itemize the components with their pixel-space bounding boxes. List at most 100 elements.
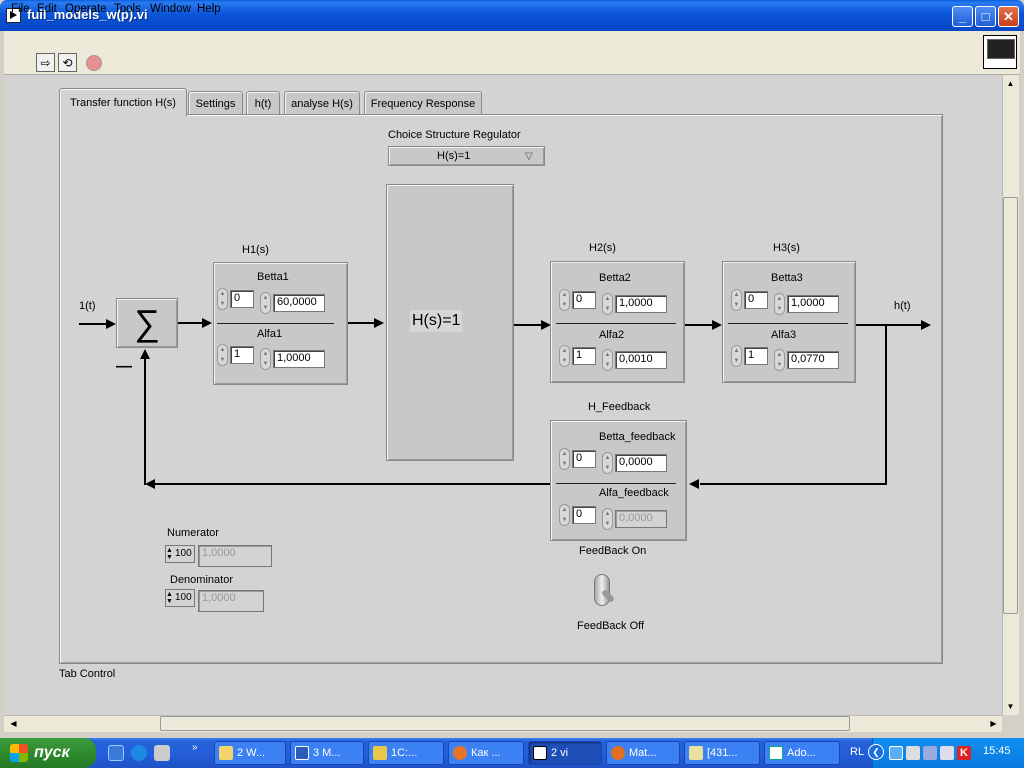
h3-alfa-order-spinner[interactable]: ▲▼ <box>731 345 742 367</box>
tab-frequency-response[interactable]: Frequency Response <box>364 91 482 115</box>
minimize-button[interactable]: _ <box>952 6 973 27</box>
regulator-ring[interactable]: H(s)=1 ▽ <box>388 146 545 166</box>
denominator-value[interactable]: 1,0000 <box>198 590 264 612</box>
feedback-alfa-value-spinner[interactable]: ▲▼ <box>602 508 613 530</box>
tray-speaker-icon[interactable] <box>940 746 954 760</box>
task-button[interactable]: 2 W... <box>214 741 286 765</box>
h3-betta-order-spinner[interactable]: ▲▼ <box>731 289 742 311</box>
run-arrow-icon[interactable]: ⇨ <box>36 53 55 72</box>
close-button[interactable]: ✕ <box>998 6 1019 27</box>
abort-button[interactable] <box>84 53 103 72</box>
feedback-betta-order-spinner[interactable]: ▲▼ <box>559 448 570 470</box>
task-button[interactable]: 2 vi <box>528 741 602 765</box>
task-button[interactable]: 3 M... <box>290 741 364 765</box>
tab-transfer-function[interactable]: Transfer function H(s) <box>59 88 187 116</box>
numerator-index[interactable]: 100 <box>165 545 195 563</box>
h3-betta-value[interactable]: 1,0000 <box>787 295 839 313</box>
index-spinner-icon[interactable]: ▲▼ <box>166 591 173 605</box>
h2-betta-value[interactable]: 1,0000 <box>615 295 667 313</box>
regulator-label: Choice Structure Regulator <box>388 129 521 141</box>
h1-alfa-order-spinner[interactable]: ▲▼ <box>217 344 228 366</box>
menu-operate[interactable]: Operate <box>65 3 107 15</box>
menu-window[interactable]: Window <box>150 3 191 15</box>
1c-icon <box>373 746 387 760</box>
h2-alfa-label: Alfa2 <box>599 329 625 341</box>
menu-edit[interactable]: Edit <box>37 3 57 15</box>
h1-betta-order-spinner[interactable]: ▲▼ <box>217 288 228 310</box>
h1-betta-order[interactable]: 0 <box>230 290 254 308</box>
denominator-index[interactable]: 100 <box>165 589 195 607</box>
language-indicator[interactable]: RL <box>850 746 865 758</box>
title-bar[interactable] <box>0 0 1024 31</box>
quicklaunch-calculator-icon[interactable] <box>154 745 170 761</box>
feedback-fraction-line <box>556 483 676 484</box>
feedback-betta-value-spinner[interactable]: ▲▼ <box>602 452 613 474</box>
numerator-value[interactable]: 1,0000 <box>198 545 272 567</box>
h1-alfa-value[interactable]: 1,0000 <box>273 350 325 368</box>
labview-vi-icon[interactable] <box>6 8 21 23</box>
run-continuously-icon[interactable]: ⟲ <box>58 53 77 72</box>
horizontal-scroll-thumb[interactable] <box>160 716 850 731</box>
vertical-scroll-thumb[interactable] <box>1003 197 1018 614</box>
h1-alfa-value-spinner[interactable]: ▲▼ <box>260 348 271 370</box>
feedback-alfa-order-spinner[interactable]: ▲▼ <box>559 504 570 526</box>
h2-alfa-value-spinner[interactable]: ▲▼ <box>602 349 613 371</box>
arrow-up-icon <box>140 349 150 359</box>
start-button[interactable]: пуск <box>0 738 96 768</box>
tray-monitor-icon[interactable] <box>923 746 937 760</box>
quicklaunch-more-icon[interactable]: » <box>192 742 198 753</box>
tab-ht[interactable]: h(t) <box>246 91 280 115</box>
feedback-betta-order[interactable]: 0 <box>572 450 596 468</box>
h2-alfa-order[interactable]: 1 <box>572 347 596 365</box>
h2-betta-value-spinner[interactable]: ▲▼ <box>602 293 613 315</box>
feedback-up-wire <box>144 358 146 485</box>
h2-betta-order[interactable]: 0 <box>572 291 596 309</box>
index-spinner-icon[interactable]: ▲▼ <box>166 547 173 561</box>
h2-title: H2(s) <box>589 242 616 254</box>
tray-kaspersky-icon[interactable]: K <box>957 746 971 760</box>
task-button[interactable]: [431... <box>684 741 760 765</box>
h1-to-reg-wire <box>348 322 374 324</box>
tray-device-icon[interactable] <box>906 746 920 760</box>
feedback-alfa-order[interactable]: 0 <box>572 506 596 524</box>
tray-expand-icon[interactable]: ❮ <box>868 744 884 760</box>
tray-network-icon[interactable] <box>889 746 903 760</box>
h1-alfa-order[interactable]: 1 <box>230 346 254 364</box>
chevron-down-icon: ▽ <box>525 151 533 162</box>
task-button[interactable]: Ado... <box>764 741 840 765</box>
task-button[interactable]: Mat... <box>606 741 680 765</box>
h2-betta-order-spinner[interactable]: ▲▼ <box>559 289 570 311</box>
feedback-title: H_Feedback <box>588 401 651 413</box>
scroll-right-icon[interactable]: ▶ <box>986 716 1001 731</box>
h2-alfa-order-spinner[interactable]: ▲▼ <box>559 345 570 367</box>
tab-analyse[interactable]: analyse H(s) <box>284 91 360 115</box>
vi-connector-icon[interactable] <box>983 35 1017 69</box>
feedback-betta-value[interactable]: 0,0000 <box>615 454 667 472</box>
scroll-up-icon[interactable]: ▲ <box>1003 76 1018 91</box>
tab-settings[interactable]: Settings <box>188 91 243 115</box>
h2-alfa-value[interactable]: 0,0010 <box>615 351 667 369</box>
task-label: 1C:... <box>391 747 418 759</box>
h1-betta-value[interactable]: 60,0000 <box>273 294 325 312</box>
quicklaunch-browser-icon[interactable] <box>108 745 124 761</box>
scroll-down-icon[interactable]: ▼ <box>1003 699 1018 714</box>
feedback-toggle-switch[interactable] <box>594 574 616 606</box>
h3-betta-value-spinner[interactable]: ▲▼ <box>774 293 785 315</box>
h1-fraction-line <box>217 323 334 324</box>
menu-file[interactable]: File <box>11 3 30 15</box>
h1-betta-value-spinner[interactable]: ▲▼ <box>260 292 271 314</box>
menu-help[interactable]: Help <box>197 3 221 15</box>
maximize-button[interactable]: □ <box>975 6 996 27</box>
h3-betta-order[interactable]: 0 <box>744 291 768 309</box>
h3-alfa-value-spinner[interactable]: ▲▼ <box>774 349 785 371</box>
h2-to-h3-wire <box>685 324 713 326</box>
task-button[interactable]: 1C:... <box>368 741 444 765</box>
scroll-left-icon[interactable]: ◀ <box>6 716 21 731</box>
quicklaunch-ie-icon[interactable] <box>131 745 147 761</box>
feedback-alfa-value[interactable]: 0,0000 <box>615 510 667 528</box>
h3-alfa-order[interactable]: 1 <box>744 347 768 365</box>
h3-alfa-value[interactable]: 0,0770 <box>787 351 839 369</box>
task-button[interactable]: Как ... <box>448 741 524 765</box>
menu-tools[interactable]: Tools <box>114 3 141 15</box>
tab-control-label: Tab Control <box>59 668 116 680</box>
